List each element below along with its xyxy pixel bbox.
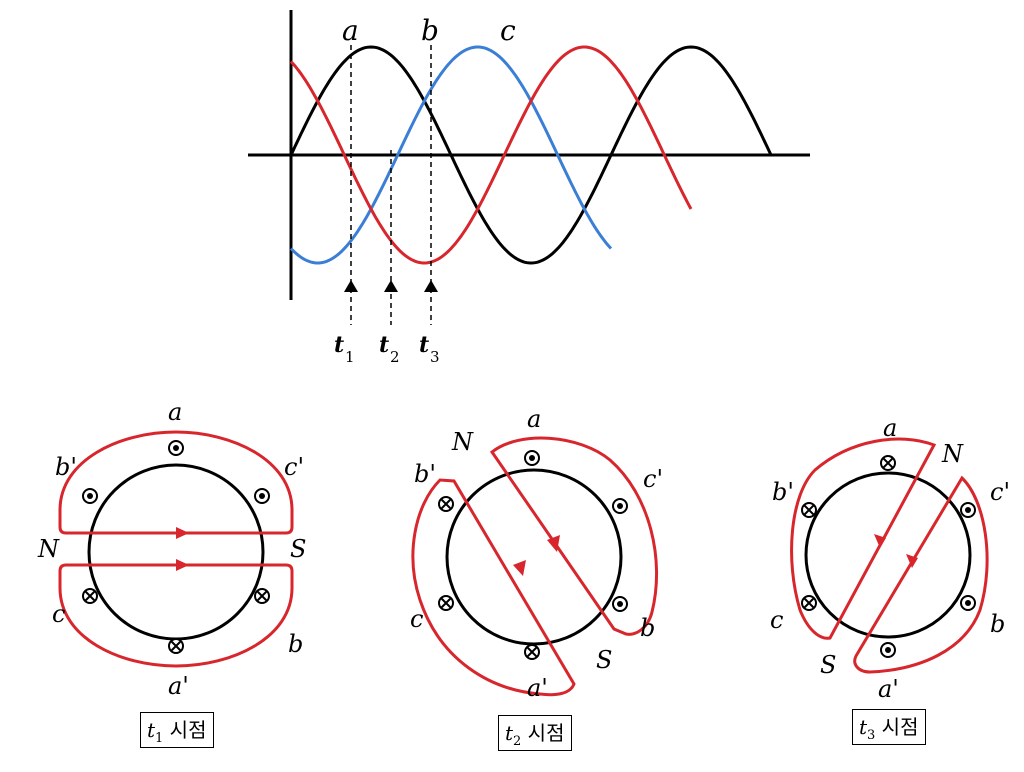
caption-t3-sub: 3 — [867, 728, 876, 743]
time-marker-t2: t 2 — [379, 150, 400, 366]
caption-t3-var: t — [859, 715, 868, 739]
stator-diagram-t3: a N b' c' c b S a' — [770, 414, 1010, 703]
phase-b-label: b — [421, 14, 439, 47]
coil-right — [853, 475, 989, 674]
caption-t1-sub: 1 — [155, 731, 164, 746]
label-b: b — [990, 610, 1005, 638]
coil-upper — [58, 430, 294, 535]
coil-right — [489, 436, 659, 636]
conductor-a — [880, 455, 896, 471]
waveform-plot: a b c t 1 t 2 t 3 — [248, 10, 810, 366]
label-b: b — [288, 630, 303, 658]
label-c: c — [410, 605, 423, 633]
label-N: N — [451, 428, 474, 456]
coil-lower — [58, 563, 294, 668]
phase-b-wave — [289, 45, 613, 265]
time-marker-t3-label: t — [419, 332, 429, 358]
label-c: c — [770, 606, 783, 634]
time-marker-t3-sub: 3 — [430, 348, 440, 366]
caption-t2-sub: 2 — [513, 734, 522, 749]
label-S: S — [290, 535, 306, 563]
conductor-a-prime — [524, 644, 540, 660]
caption-t3-text: 시점 — [875, 715, 919, 739]
conductor-a-prime — [880, 642, 896, 658]
caption-t1-var: t — [147, 718, 156, 742]
label-S: S — [820, 651, 836, 679]
stator-circle — [87, 463, 265, 641]
conductor-b — [960, 595, 976, 611]
label-b-prime: b' — [772, 478, 794, 506]
phase-a-label: a — [342, 14, 359, 47]
label-b: b — [640, 614, 655, 642]
stator-diagram-t2: a N b' c' c b S a' — [410, 405, 663, 702]
conductor-a — [524, 450, 540, 466]
conductor-c-prime — [960, 502, 976, 518]
coil-left — [411, 478, 576, 697]
conductor-c — [438, 595, 454, 611]
time-marker-t2-sub: 2 — [390, 348, 400, 366]
label-b-prime: b' — [414, 460, 436, 488]
caption-t1-text: 시점 — [163, 718, 207, 742]
label-c-prime: c' — [284, 453, 304, 481]
conductor-c-prime — [254, 488, 270, 504]
label-b-prime: b' — [55, 453, 77, 481]
conductor-c-prime — [612, 498, 628, 514]
label-N: N — [941, 440, 964, 468]
conductor-b — [254, 588, 270, 604]
label-S: S — [596, 646, 612, 674]
time-marker-t1-sub: 1 — [345, 348, 355, 366]
label-a-prime: a' — [168, 672, 189, 700]
label-N: N — [37, 535, 60, 563]
label-a: a — [883, 414, 897, 442]
label-a-prime: a' — [878, 675, 899, 703]
time-marker-t1-label: t — [334, 332, 344, 358]
stator-circle — [445, 468, 623, 646]
caption-t3: t3 시점 — [852, 709, 926, 745]
label-c-prime: c' — [990, 478, 1010, 506]
conductor-b-prime — [438, 496, 454, 512]
conductor-b-prime — [801, 502, 817, 518]
stator-diagram-t1: a b' c' N S c b a' — [37, 398, 306, 700]
caption-t2-var: t — [505, 721, 514, 745]
caption-t2: t2 시점 — [498, 715, 572, 751]
label-c-prime: c' — [643, 465, 663, 493]
phase-c-wave — [289, 45, 693, 265]
time-marker-t1: t 1 — [334, 45, 358, 366]
conductor-a-prime — [168, 638, 184, 654]
conductor-b-prime — [82, 488, 98, 504]
conductor-b — [612, 596, 628, 612]
label-a: a — [168, 398, 182, 426]
label-c: c — [52, 600, 65, 628]
phase-c-label: c — [500, 14, 516, 47]
phase-a-wave — [289, 45, 773, 265]
caption-t2-text: 시점 — [521, 721, 565, 745]
label-a: a — [527, 405, 541, 433]
label-a-prime: a' — [527, 674, 548, 702]
time-marker-t2-label: t — [379, 332, 389, 358]
conductor-c — [82, 588, 98, 604]
coil-left — [790, 437, 937, 640]
conductor-c — [801, 595, 817, 611]
time-marker-t3: t 3 — [419, 45, 440, 366]
caption-t1: t1 시점 — [140, 712, 214, 748]
conductor-a — [168, 440, 184, 456]
stator-circle — [804, 471, 972, 639]
